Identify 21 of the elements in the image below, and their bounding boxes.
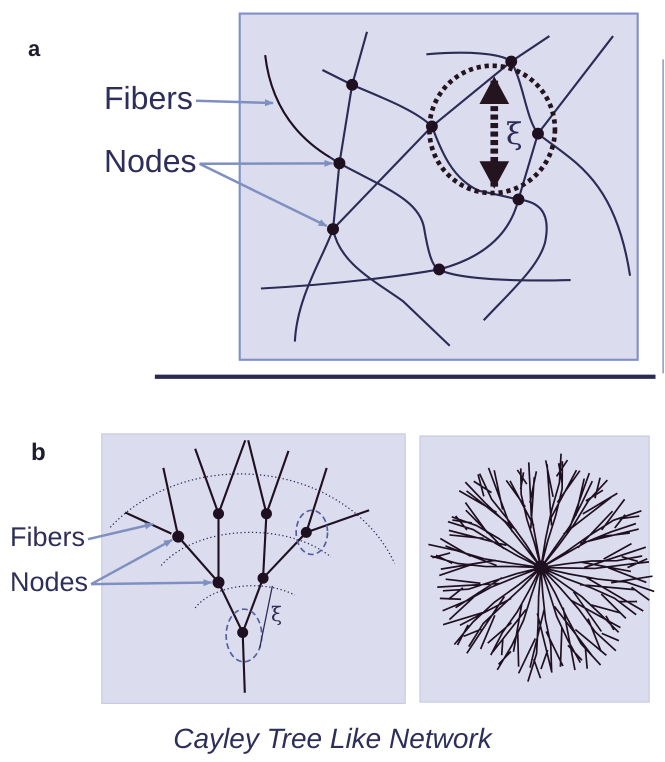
leader-label: Fibers (104, 82, 193, 116)
correlation-length-symbol: ξ (506, 120, 523, 150)
leader-arrow (91, 579, 212, 586)
node-dot (327, 223, 339, 236)
node-dot (333, 157, 346, 170)
panel-letter: a (28, 38, 40, 60)
node-dot (212, 576, 224, 588)
correlation-length-symbol: ξ (271, 604, 282, 624)
leader-arrow (90, 538, 173, 586)
node-dot (172, 530, 184, 543)
leader-arrow (200, 160, 334, 167)
leader-arrow (198, 162, 328, 228)
fiber-line (264, 55, 331, 158)
panel-letter: b (31, 441, 46, 465)
leader-arrow (88, 522, 154, 540)
leader-label: Nodes (104, 145, 196, 179)
leader-label: Fibers (10, 523, 86, 552)
leader-label: Nodes (10, 568, 88, 596)
fiber-line (124, 511, 172, 535)
leader-arrow (196, 99, 274, 106)
caption: Cayley Tree Like Network (172, 724, 494, 755)
